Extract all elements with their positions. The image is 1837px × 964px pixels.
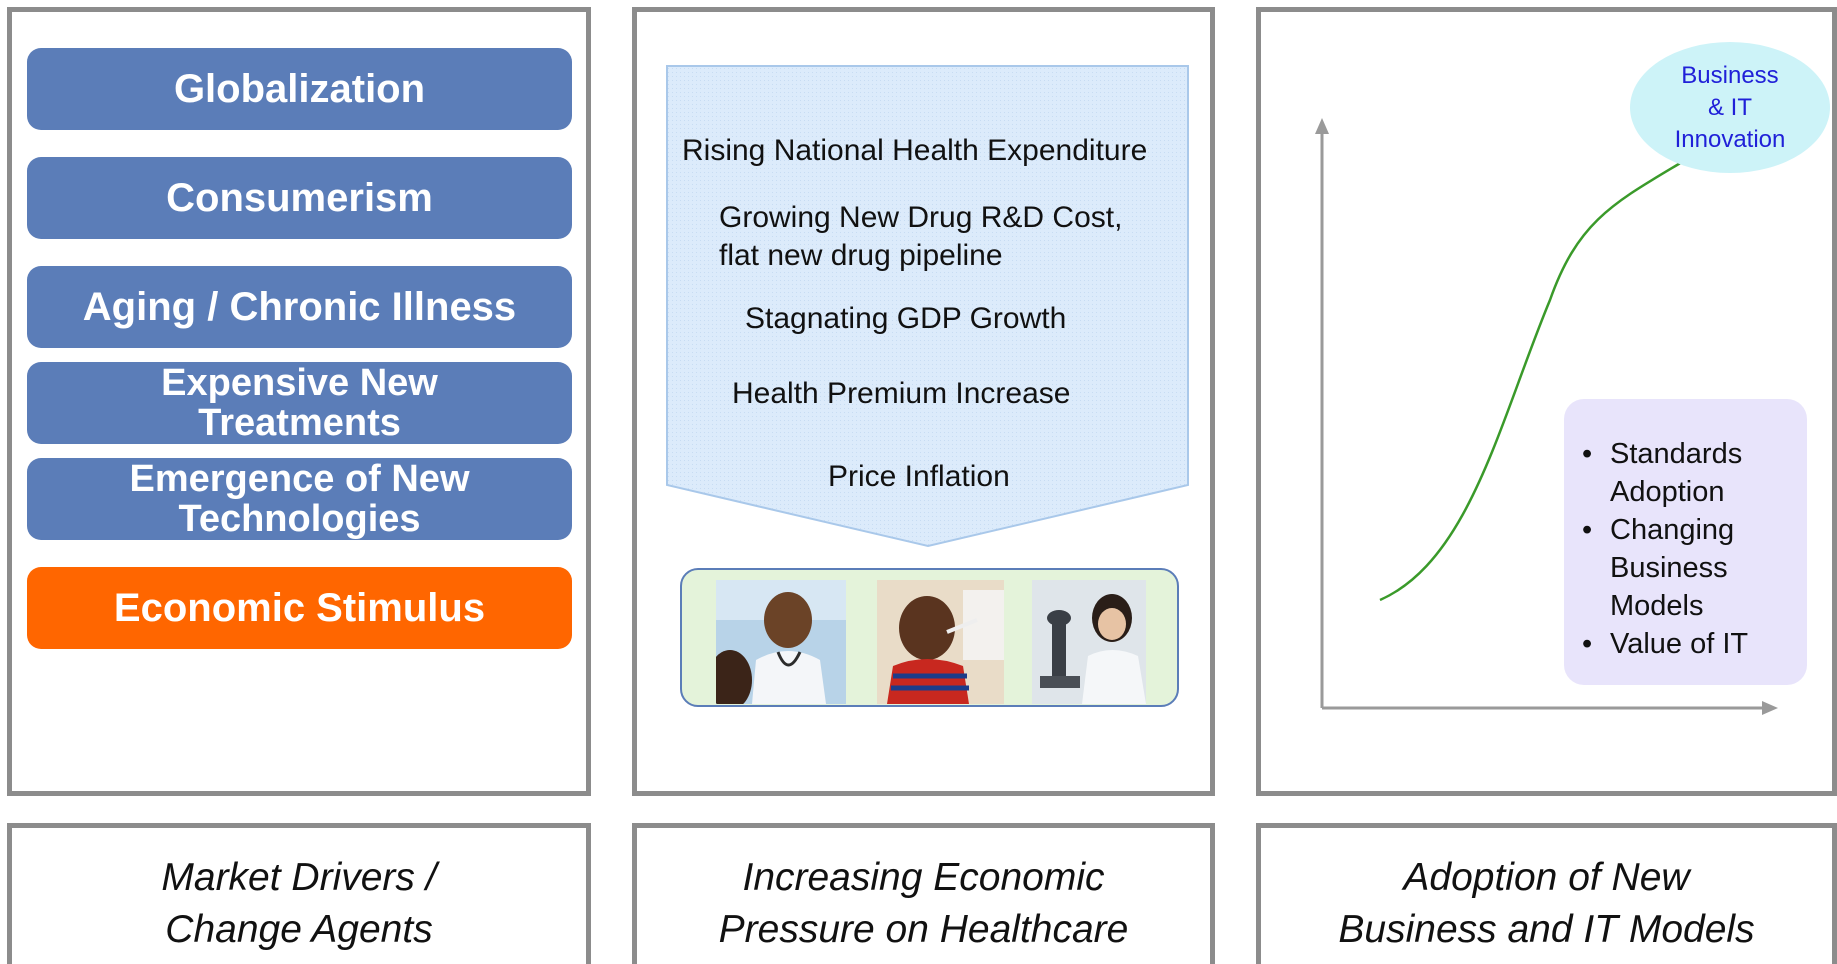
caption-adoption: Adoption of New Business and IT Models	[1256, 823, 1837, 964]
pressure-item-expenditure: Rising National Health Expenditure	[682, 134, 1148, 167]
pressure-item-drug-cost: Growing New Drug R&D Cost, flat new drug…	[719, 201, 1123, 272]
adoption-factors-list: Standards Adoption Changing Business Mod…	[1564, 399, 1807, 685]
driver-emergence-new-technologies: Emergence of New Technologies	[27, 458, 572, 540]
child-exam-photo	[877, 580, 1004, 704]
doctor-photo	[716, 580, 846, 704]
factor-changing-business-models: Changing Business Models	[1582, 511, 1807, 625]
pressure-item-inflation: Price Inflation	[828, 460, 1010, 493]
driver-expensive-new-treatments: Expensive New Treatments	[27, 362, 572, 444]
pressure-item-premium: Health Premium Increase	[732, 377, 1071, 410]
driver-globalization: Globalization	[27, 48, 572, 130]
driver-consumerism: Consumerism	[27, 157, 572, 239]
driver-economic-stimulus: Economic Stimulus	[27, 567, 572, 649]
lab-scientist-photo	[1032, 580, 1146, 704]
factor-standards-adoption: Standards Adoption	[1582, 435, 1807, 511]
pressure-item-gdp: Stagnating GDP Growth	[745, 302, 1067, 335]
business-it-innovation-bubble: Business & IT Innovation	[1630, 42, 1830, 173]
factor-value-of-it: Value of IT	[1582, 625, 1807, 663]
caption-economic-pressure: Increasing Economic Pressure on Healthca…	[632, 823, 1215, 964]
caption-adoption-text: Adoption of New Business and IT Models	[1338, 856, 1755, 951]
driver-aging-chronic-illness: Aging / Chronic Illness	[27, 266, 572, 348]
caption-market-drivers-text: Market Drivers / Change Agents	[161, 856, 437, 951]
caption-economic-pressure-text: Increasing Economic Pressure on Healthca…	[718, 856, 1129, 951]
caption-market-drivers: Market Drivers / Change Agents	[7, 823, 591, 964]
